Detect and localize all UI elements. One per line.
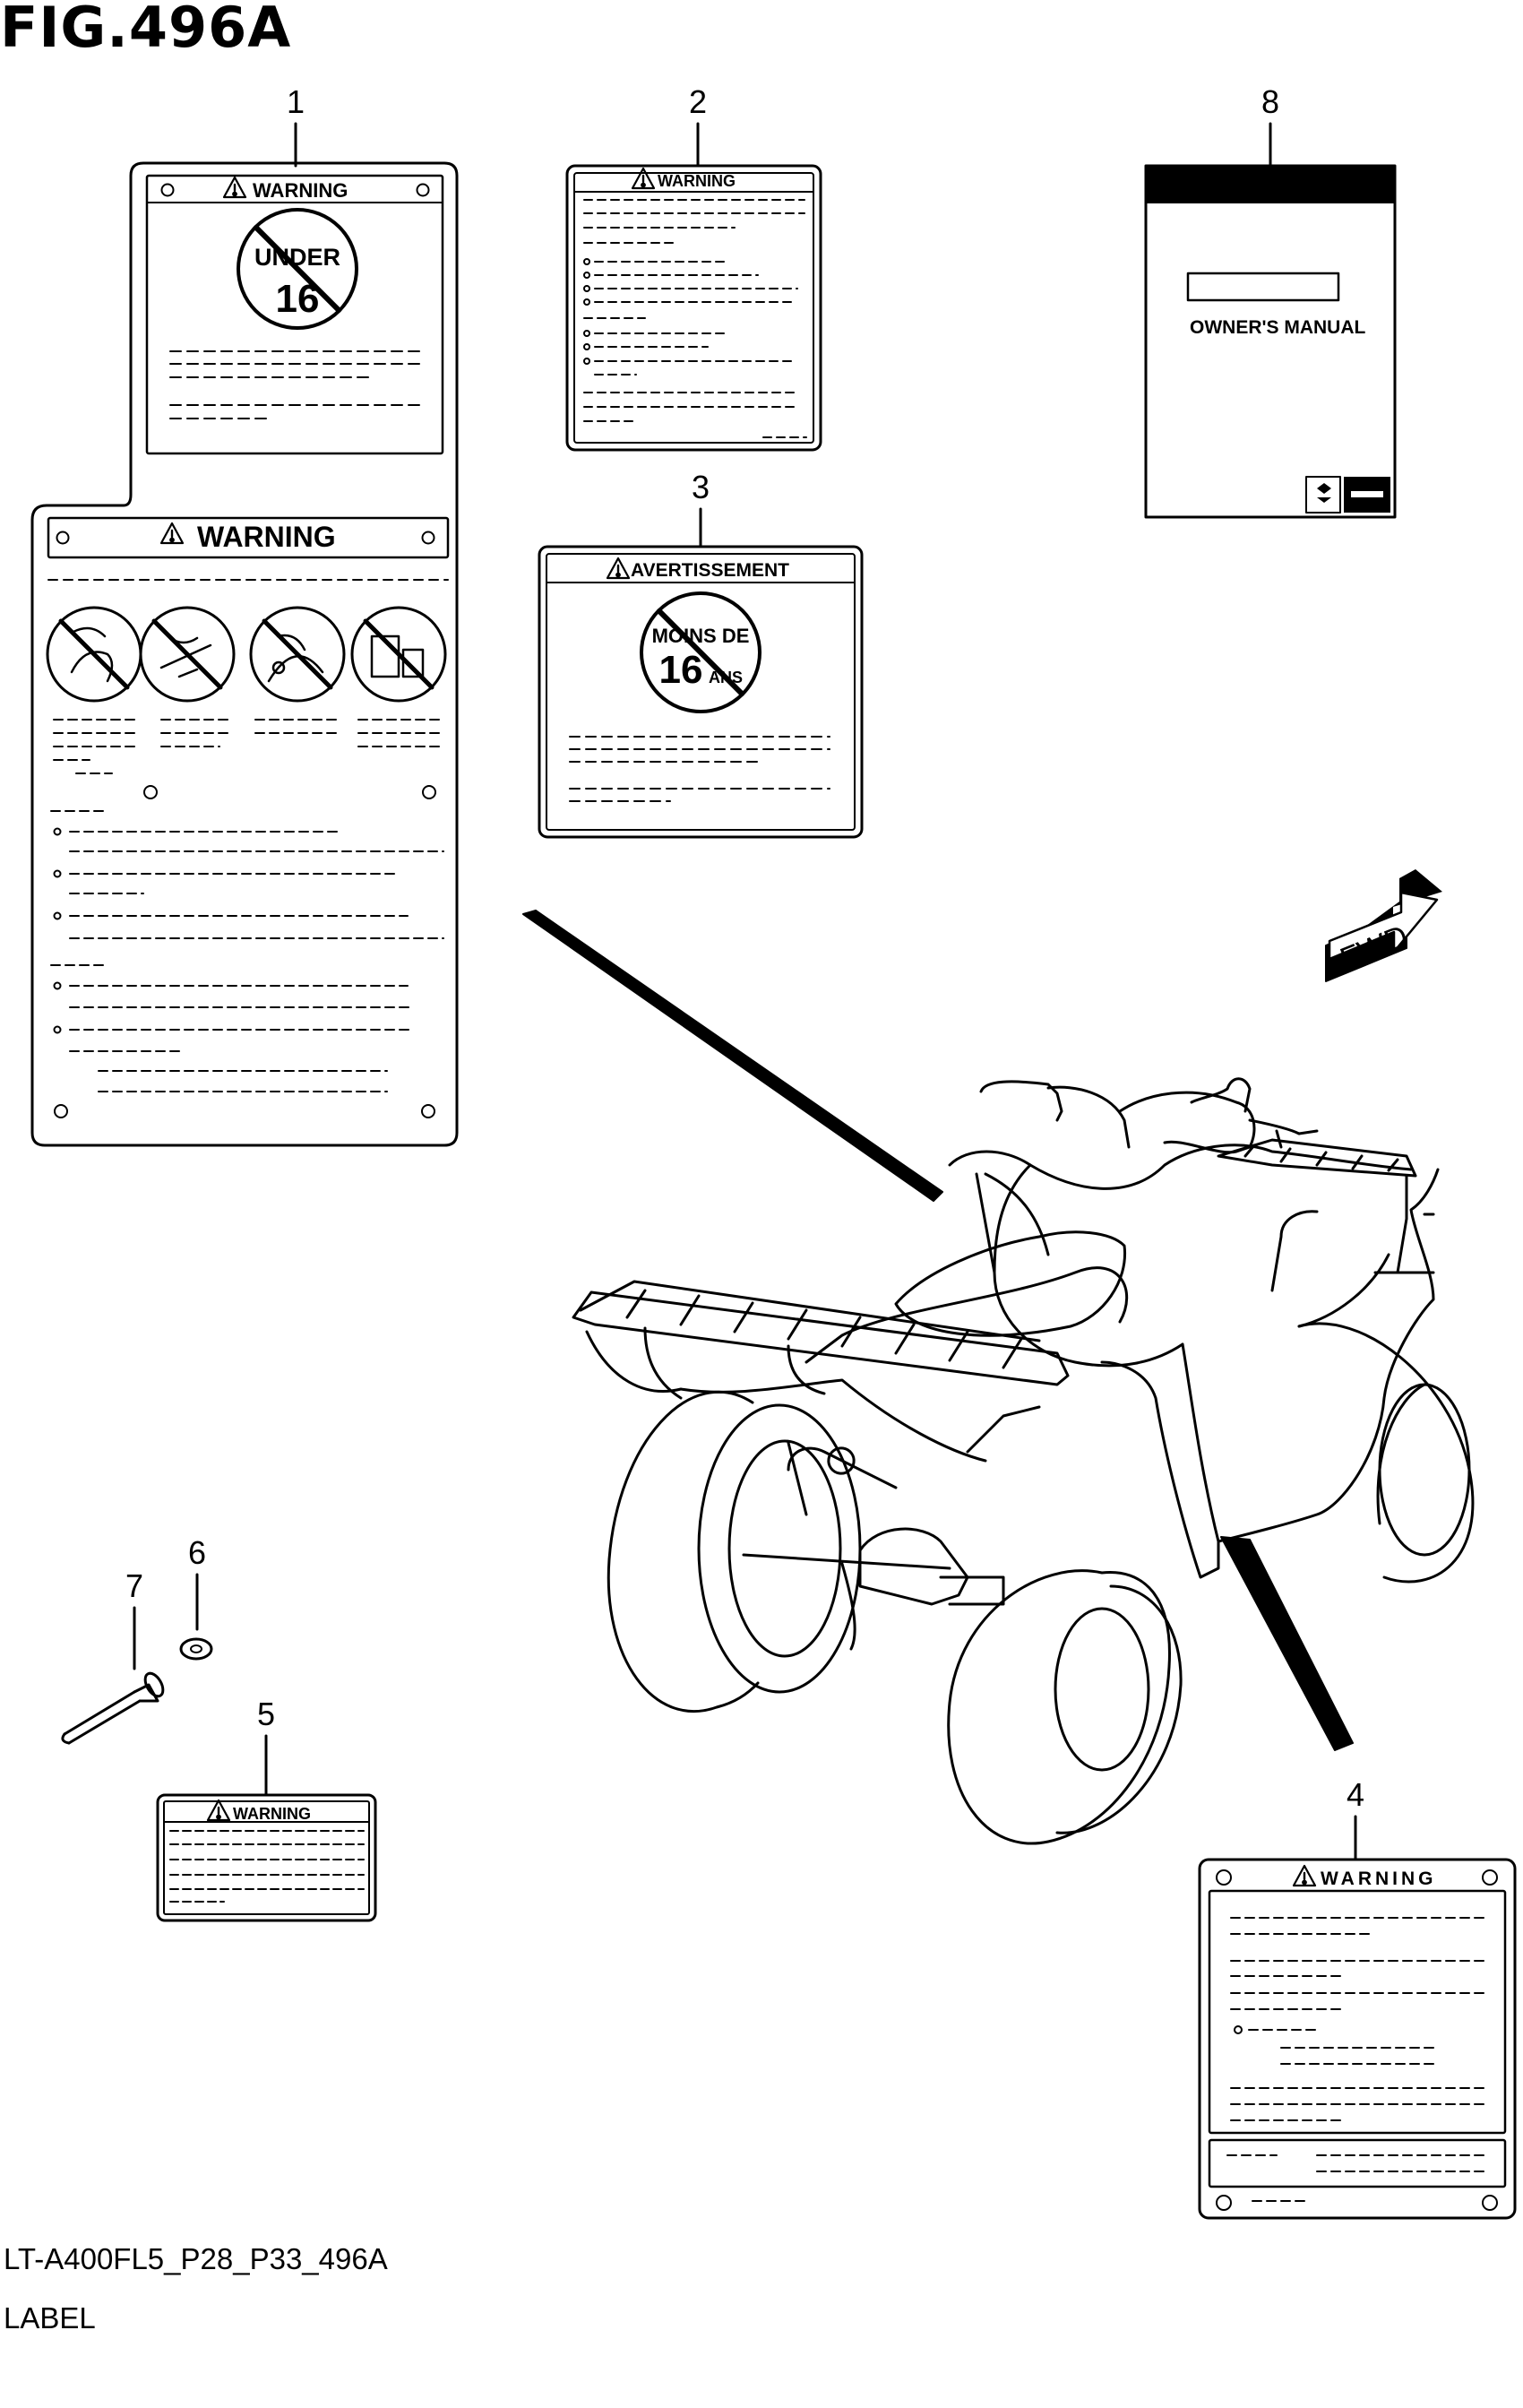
- callout-5: 5: [257, 1696, 275, 1732]
- figure-code: LT-A400FL5_P28_P33_496A: [4, 2242, 388, 2275]
- label-3-heading: AVERTISSEMENT: [631, 560, 789, 581]
- label-2-outline: [565, 164, 822, 452]
- under-16-badge: [237, 208, 358, 330]
- figure-name: LABEL: [4, 2301, 96, 2335]
- label-5-heading: WARNING: [233, 1805, 311, 1823]
- label-4-heading: WARNING: [1321, 1869, 1437, 1889]
- owners-manual: OWNER'S MANUAL: [1144, 164, 1397, 519]
- label-1-top-heading: WARNING: [253, 179, 348, 202]
- figure-title: FIG.496A: [0, 0, 292, 60]
- callout-7: 7: [125, 1567, 143, 1604]
- moins-de-16-badge: [640, 591, 762, 713]
- callout-4: 4: [1347, 1776, 1364, 1813]
- fwd-direction-arrow: FWD: [1325, 869, 1442, 982]
- atv-illustration: [522, 910, 1475, 1845]
- callout-2: 2: [689, 83, 707, 120]
- label-4-outline: [1198, 1858, 1517, 2220]
- label-3-outline: [538, 545, 864, 839]
- prohibition-pictograms: [46, 606, 447, 703]
- moins-de-16-suffix: ANS: [709, 669, 743, 686]
- moins-de-16-text: MOINS DE: [652, 625, 750, 647]
- part-7-rivet: [61, 1671, 165, 1745]
- moins-de-16-number: 16: [659, 648, 703, 692]
- callout-1: 1: [287, 83, 305, 120]
- callout-8: 8: [1261, 83, 1279, 120]
- callout-6: 6: [188, 1534, 206, 1571]
- part-6-washer: [179, 1637, 213, 1661]
- label-2-heading: WARNING: [658, 172, 736, 190]
- under-16-number: 16: [276, 277, 320, 321]
- callout-3: 3: [692, 469, 710, 505]
- label-5-outline: [156, 1793, 377, 1922]
- label-1-bottom-heading: WARNING: [197, 521, 336, 553]
- under-16-text: UNDER: [254, 244, 340, 271]
- label-1-outline: [30, 161, 459, 1147]
- owners-manual-title: OWNER'S MANUAL: [1190, 317, 1365, 338]
